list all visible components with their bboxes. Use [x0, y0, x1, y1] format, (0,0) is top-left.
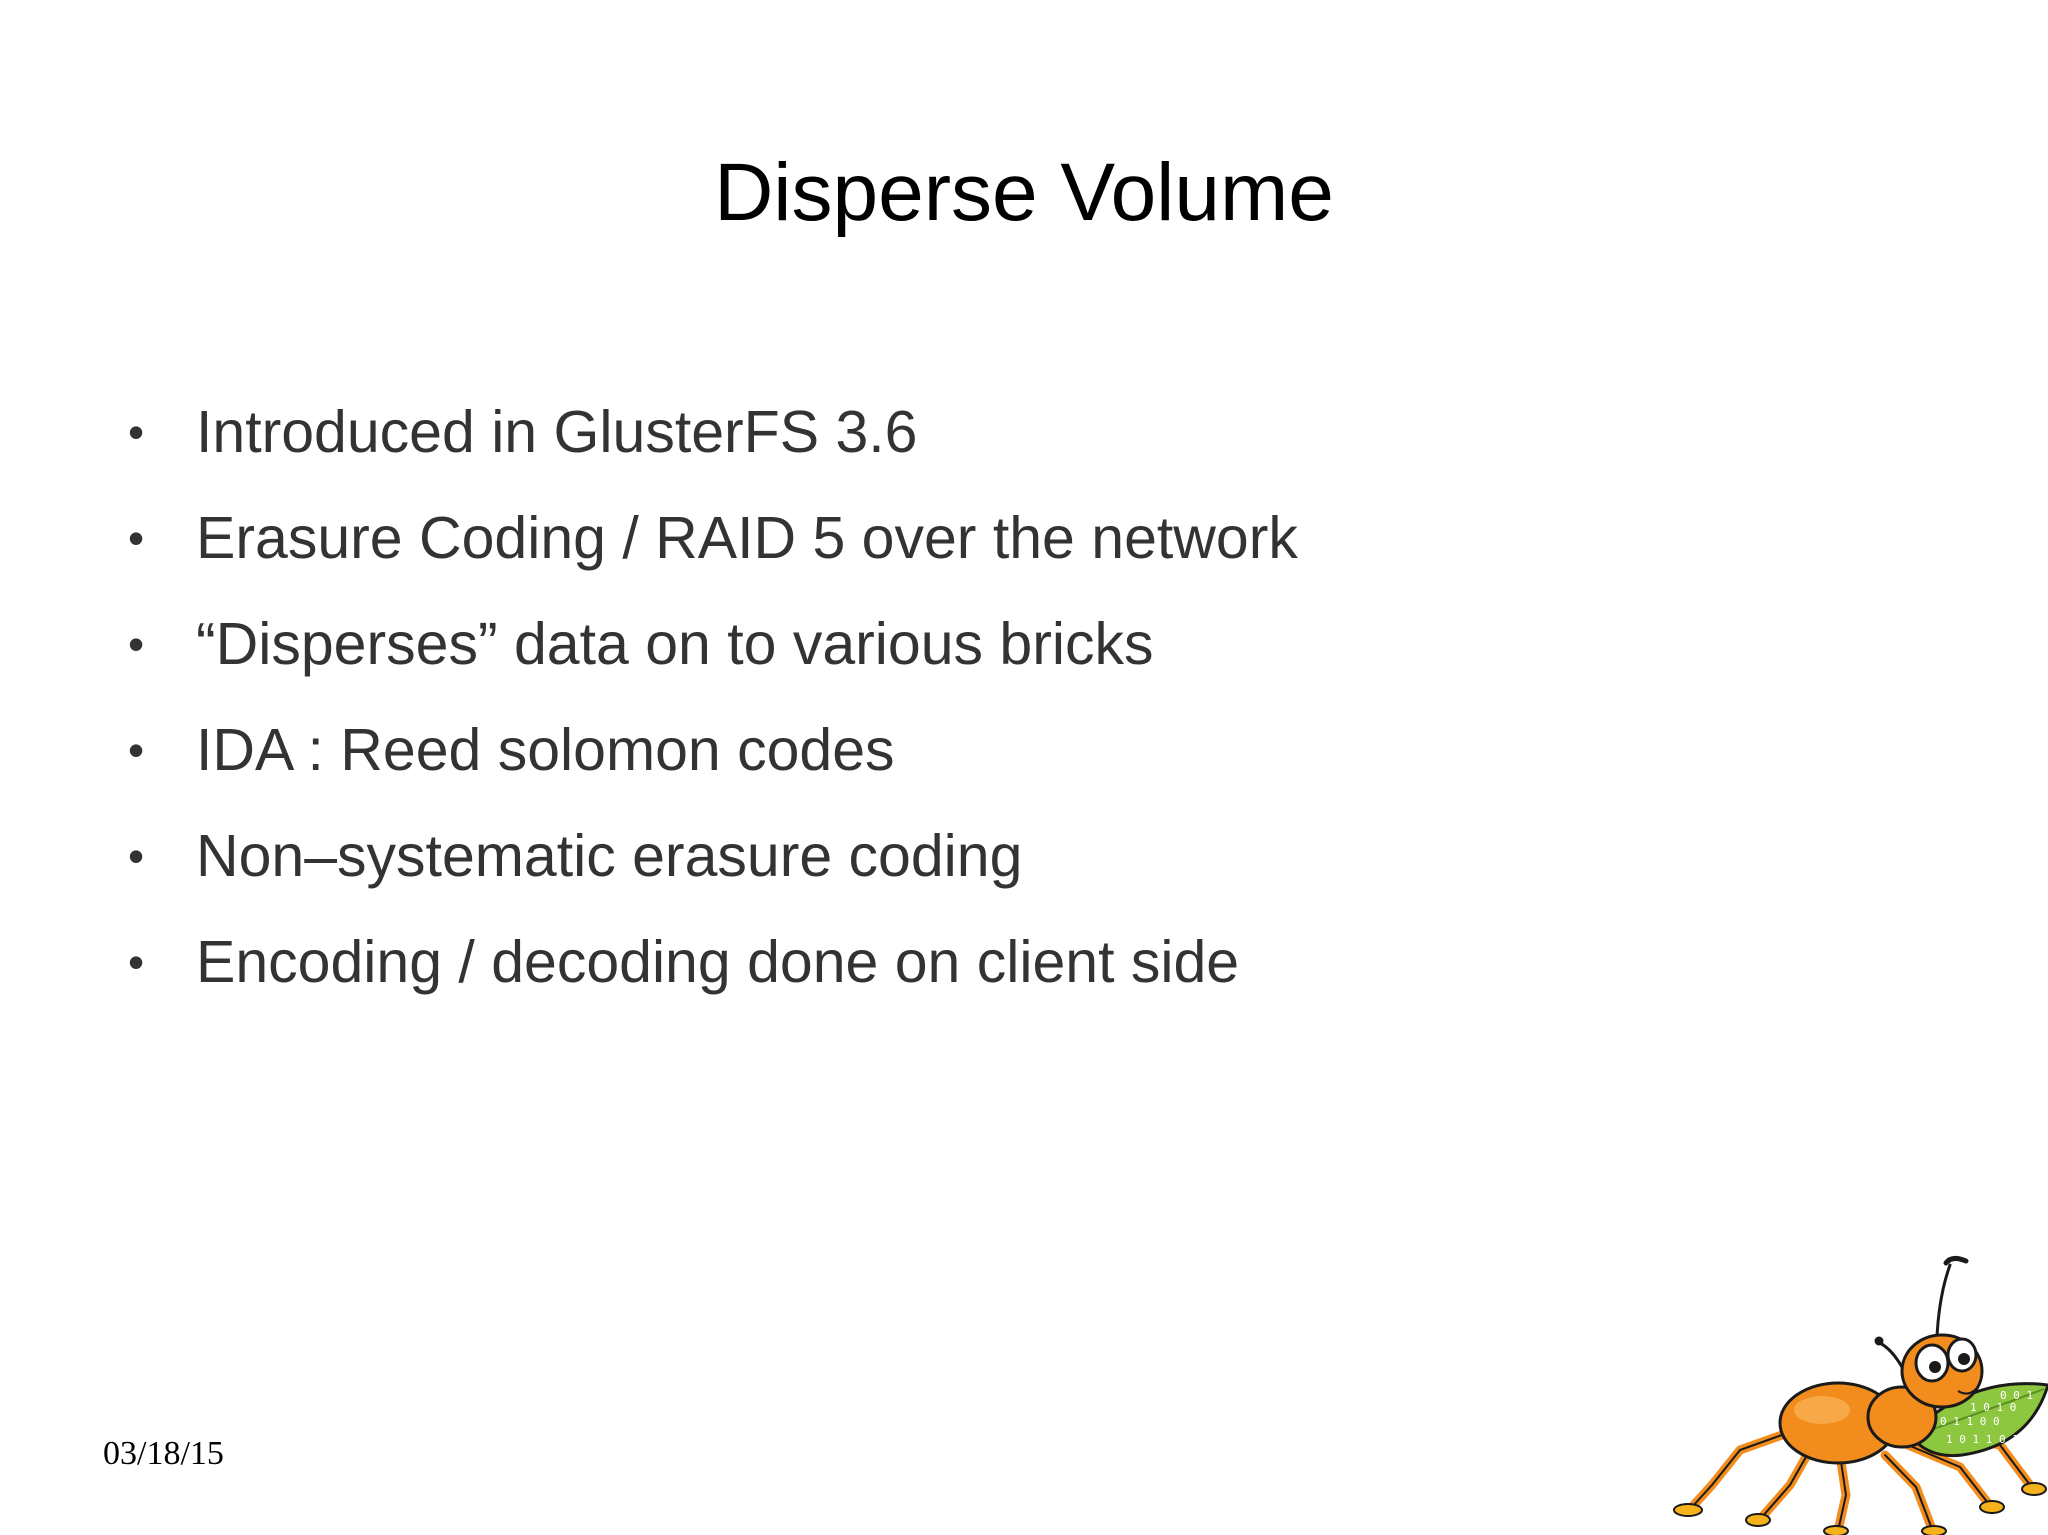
svg-text:1 0 1 1 0 1: 1 0 1 1 0 1: [1946, 1433, 2019, 1446]
bullet-dot-icon: •: [128, 830, 145, 882]
bullet-text: Non–systematic erasure coding: [196, 823, 1023, 889]
bullet-text: Encoding / decoding done on client side: [196, 929, 1240, 995]
bullet-text: IDA : Reed solomon codes: [196, 717, 895, 783]
bullet-text: “Disperses” data on to various bricks: [196, 611, 1154, 677]
bullet-dot-icon: •: [128, 936, 145, 988]
bullet-dot-icon: •: [128, 512, 145, 564]
gluster-ant-mascot-icon: 0 1 1 0 0 1 0 1 0 1 0 1 1 0 1 0 0 1: [1670, 1245, 2048, 1535]
footer-date: 03/18/15: [103, 1435, 224, 1472]
svg-text:0 0 1: 0 0 1: [2000, 1389, 2033, 1402]
bullet-dot-icon: •: [128, 406, 145, 458]
bullet-dot-icon: •: [128, 724, 145, 776]
svg-text:1 0 1 0: 1 0 1 0: [1970, 1401, 2016, 1414]
bullet-dot-icon: •: [128, 618, 145, 670]
svg-text:0 1 1 0 0: 0 1 1 0 0: [1940, 1415, 2000, 1428]
slide-title: Disperse Volume: [714, 147, 1334, 238]
bullet-text: Erasure Coding / RAID 5 over the network: [196, 505, 1298, 571]
bullet-text: Introduced in GlusterFS 3.6: [196, 399, 918, 465]
